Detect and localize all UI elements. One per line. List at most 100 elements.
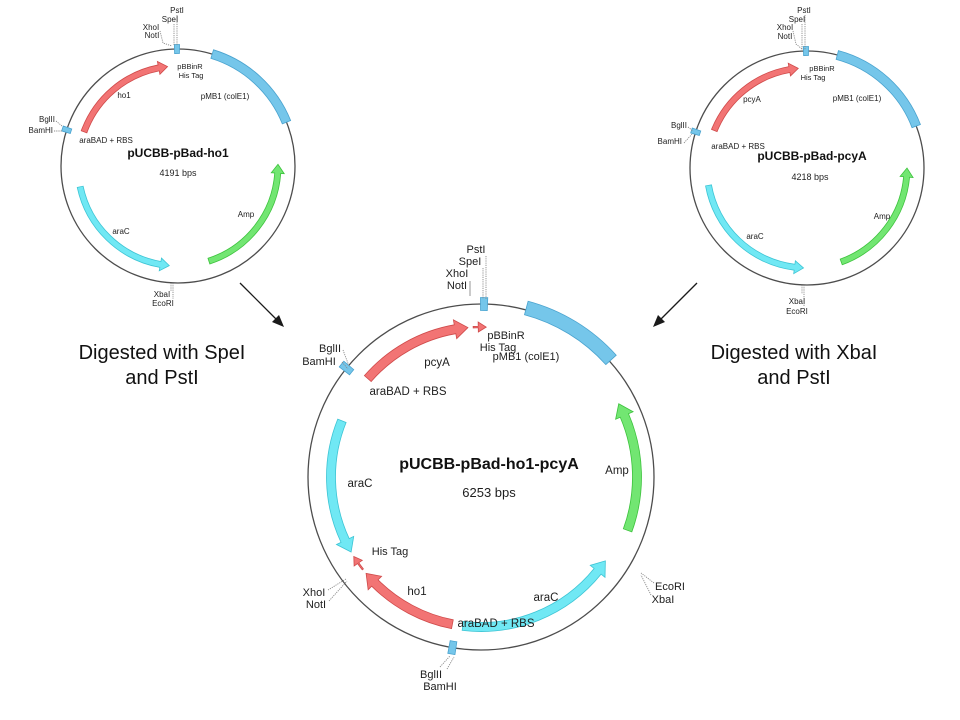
ori-pmb1-band xyxy=(210,49,292,125)
amp-gene-arrow xyxy=(207,163,286,265)
process-arrow-left xyxy=(239,282,284,327)
site-label-bglii-bottom: BglII xyxy=(420,669,442,681)
digest-note-left: Digested with SpeI and PstI xyxy=(79,342,246,389)
site-label-spei: SpeI xyxy=(789,15,805,24)
site-label-bglii: BglII xyxy=(671,121,687,130)
ho1-gene-arrow xyxy=(80,60,169,134)
ori-pmb1-band xyxy=(835,50,921,129)
feature-label-arac: araC xyxy=(746,232,764,241)
site-label-noti: NotI xyxy=(145,31,160,40)
feature-label-arabad-rbs: araBAD + RBS xyxy=(711,142,765,151)
feature-label-arac-bottom: araC xyxy=(534,592,559,604)
site-label-xbai: XbaI xyxy=(789,297,805,306)
plasmid-size: 6253 bps xyxy=(462,485,516,500)
site-leader-lines xyxy=(683,15,806,307)
feature-label-ho1: ho1 xyxy=(407,586,426,598)
feature-label-pbbinr: pBBinR xyxy=(487,330,524,342)
ori-pmb1-band xyxy=(523,300,617,366)
plasmid-map-ho1-pcya: PstI SpeI XhoI NotI pBBinR His Tag pMB1 … xyxy=(302,244,685,693)
site-label-bglii-top: BglII xyxy=(319,343,341,355)
site-label-ecori: EcoRI xyxy=(786,307,808,316)
digest-note-right: Digested with XbaI and PstI xyxy=(711,342,878,389)
digest-note-left-line1: Digested with SpeI xyxy=(79,342,246,364)
feature-label-arabad-rbs-top: araBAD + RBS xyxy=(369,386,446,398)
site-label-bamhi-top: BamHI xyxy=(302,356,336,368)
arac-left-gene-arrow xyxy=(326,418,355,553)
site-label-psti: PstI xyxy=(467,244,486,256)
arac-bottom-gene-arrow xyxy=(461,560,606,632)
pbbinr-marker xyxy=(472,321,487,333)
feature-label-his-tag: His Tag xyxy=(801,73,826,82)
site-label-bglii: BglII xyxy=(39,115,55,124)
site-label-bamhi-bottom: BamHI xyxy=(423,681,457,693)
digest-note-right-line2: and PstI xyxy=(757,367,830,389)
arac-gene-arrow xyxy=(705,184,805,275)
plasmid-map-ho1: PstI SpeI XhoI NotI pBBinR His Tag ho1 p… xyxy=(29,6,296,308)
digest-note-left-line2: and PstI xyxy=(125,367,198,389)
feature-label-his-tag-top: His Tag xyxy=(480,342,516,354)
site-box-left xyxy=(690,127,702,137)
site-label-xhoi: XhoI xyxy=(143,23,159,32)
site-label-xhoi-bottom: XhoI xyxy=(303,587,326,599)
process-arrow-right-shaft xyxy=(658,282,698,322)
feature-label-arac: araC xyxy=(112,227,130,236)
site-label-psti: PstI xyxy=(170,6,184,15)
site-label-noti-bottom: NotI xyxy=(306,599,326,611)
feature-label-pmb1: pMB1 (colE1) xyxy=(201,92,250,101)
digest-note-right-line1: Digested with XbaI xyxy=(711,342,878,364)
plasmid-map-pcya: PstI SpeI XhoI NotI pBBinR His Tag pcyA … xyxy=(658,6,925,316)
site-label-spei: SpeI xyxy=(162,15,178,24)
site-label-noti-top: NotI xyxy=(447,280,467,292)
feature-label-pbbinr: pBBinR xyxy=(809,64,835,73)
feature-label-pmb1: pMB1 (colE1) xyxy=(493,351,560,363)
site-box-top xyxy=(480,297,489,312)
site-box-top xyxy=(173,44,180,54)
site-label-ecori: EcoRI xyxy=(152,299,174,308)
process-arrow-left-shaft xyxy=(239,282,279,322)
his-tag-marker xyxy=(353,555,364,571)
plasmid-title: pUCBB-pBad-pcyA xyxy=(757,149,867,163)
site-label-spei: SpeI xyxy=(459,256,482,268)
arac-gene-arrow xyxy=(76,185,170,272)
amp-gene-arrow xyxy=(615,403,642,533)
feature-label-amp: Amp xyxy=(238,210,255,219)
site-box-left xyxy=(338,360,355,376)
site-label-xbai: XbaI xyxy=(652,594,675,606)
site-label-xbai: XbaI xyxy=(154,290,170,299)
pcya-gene-arrow xyxy=(363,319,469,383)
pcya-gene-arrow xyxy=(710,62,799,133)
amp-gene-arrow xyxy=(839,167,914,266)
feature-label-his-tag-bottom: His Tag xyxy=(372,546,408,558)
feature-label-amp: Amp xyxy=(874,212,891,221)
site-box-left xyxy=(61,125,73,135)
feature-label-pcya: pcyA xyxy=(743,95,761,104)
site-label-xhoi: XhoI xyxy=(777,23,793,32)
plasmid-size: 4218 bps xyxy=(791,172,829,182)
feature-label-pcya: pcyA xyxy=(424,357,450,369)
plasmid-title: pUCBB-pBad-ho1 xyxy=(127,146,229,160)
site-label-bamhi: BamHI xyxy=(658,137,682,146)
feature-label-his-tag: His Tag xyxy=(179,71,204,80)
process-arrow-right xyxy=(653,282,698,327)
feature-label-pmb1: pMB1 (colE1) xyxy=(833,94,882,103)
process-arrow-left-head xyxy=(272,315,284,327)
site-label-xhoi-top: XhoI xyxy=(446,268,469,280)
site-label-noti: NotI xyxy=(778,32,793,41)
feature-label-arac-left: araC xyxy=(348,478,373,490)
site-leader-lines xyxy=(327,256,655,670)
feature-label-arabad-rbs-bottom: araBAD + RBS xyxy=(457,618,534,630)
site-label-bamhi: BamHI xyxy=(29,126,53,135)
site-label-psti: PstI xyxy=(797,6,811,15)
feature-label-amp: Amp xyxy=(605,465,629,477)
ho1-gene-arrow xyxy=(365,572,454,630)
feature-label-ho1: ho1 xyxy=(117,91,131,100)
feature-label-arabad-rbs: araBAD + RBS xyxy=(79,136,133,145)
site-box-top xyxy=(802,46,809,56)
site-box-bottom xyxy=(447,640,458,656)
plasmid-title: pUCBB-pBad-ho1-pcyA xyxy=(399,456,579,473)
site-label-ecori: EcoRI xyxy=(655,581,685,593)
feature-label-pbbinr: pBBinR xyxy=(177,62,203,71)
process-arrow-right-head xyxy=(653,315,665,327)
plasmid-size: 4191 bps xyxy=(159,168,197,178)
